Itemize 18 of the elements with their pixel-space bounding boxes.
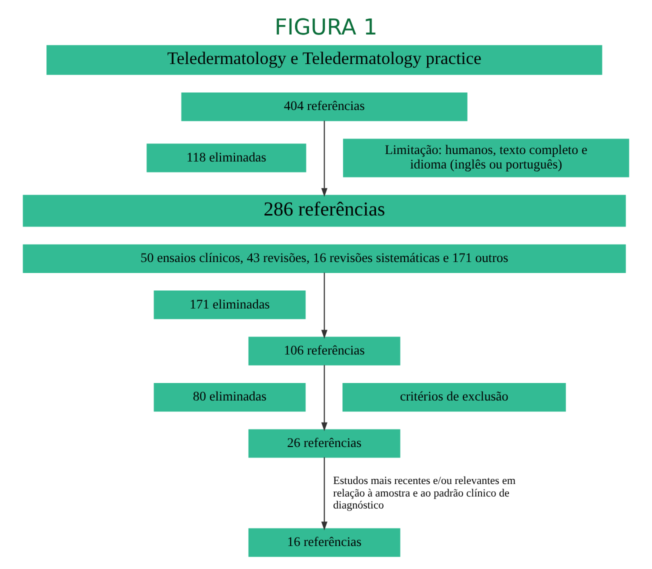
node-box: 106 referências — [248, 336, 400, 366]
node-box: 286 referências — [22, 194, 626, 227]
node-box: 118 eliminadas — [146, 144, 306, 172]
node-box: 80 eliminadas — [154, 382, 306, 412]
node-box: 50 ensaios clínicos, 43 revisões, 16 revisões sistemáticas e 171 outros — [22, 244, 626, 273]
arrow — [321, 272, 328, 339]
node-box: Limitação: humanos, texto completo e idioma (inglês ou português) — [343, 138, 630, 178]
node-box: critérios de exclusão — [342, 382, 566, 412]
arrow — [321, 365, 328, 432]
diagram-title: FIGURA 1 — [274, 16, 378, 41]
arrow — [321, 120, 328, 197]
node-box: 171 eliminadas — [154, 290, 306, 320]
node-box: Teledermatology e Teledermatology practice — [46, 45, 602, 75]
node-box: 26 referências — [248, 429, 400, 458]
edge-label: Estudos mais recentes e/ou relevantes em relação à amostra e ao padrão clínico de diagnóstico — [333, 475, 516, 512]
node-box: 404 referências — [181, 92, 468, 122]
arrow — [321, 457, 328, 530]
node-box: 16 referências — [248, 528, 400, 557]
